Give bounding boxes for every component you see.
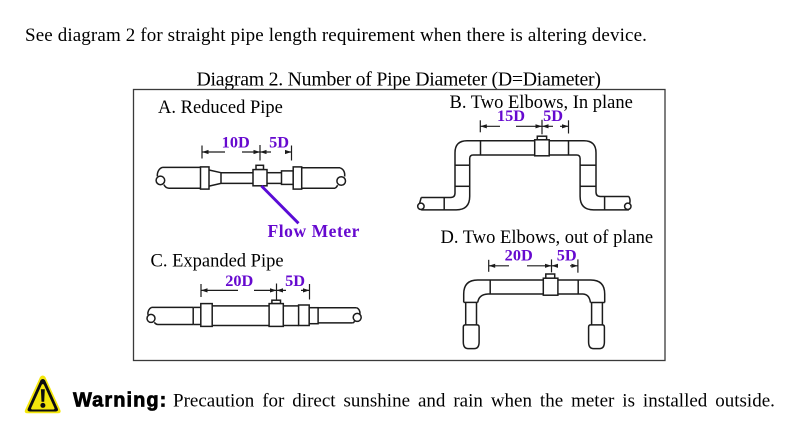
svg-text:5D: 5D — [543, 106, 563, 125]
svg-text:15D: 15D — [497, 106, 525, 125]
svg-text:D. Two Elbows, out of plane: D. Two Elbows, out of plane — [441, 228, 654, 248]
svg-text:See diagram 2 for straight pip: See diagram 2 for straight pipe length r… — [25, 25, 647, 46]
svg-text:10D: 10D — [222, 133, 250, 152]
svg-text:B. Two Elbows, In plane: B. Two Elbows, In plane — [450, 93, 633, 113]
svg-text:Flow Meter: Flow Meter — [268, 221, 360, 241]
svg-text:20D: 20D — [505, 246, 533, 265]
svg-text:Warning:: Warning: — [73, 389, 167, 411]
svg-text:Precaution for direct sunshine: Precaution for direct sunshine and rain … — [173, 390, 775, 411]
svg-text:A. Reduced Pipe: A. Reduced Pipe — [158, 98, 283, 118]
svg-text:5D: 5D — [557, 246, 577, 265]
svg-text:20D: 20D — [225, 271, 253, 290]
svg-text:Diagram 2. Number of Pipe Diam: Diagram 2. Number of Pipe Diameter (D=Di… — [196, 68, 600, 90]
svg-text:C. Expanded Pipe: C. Expanded Pipe — [151, 251, 284, 271]
svg-text:5D: 5D — [285, 271, 305, 290]
svg-text:5D: 5D — [269, 133, 289, 152]
